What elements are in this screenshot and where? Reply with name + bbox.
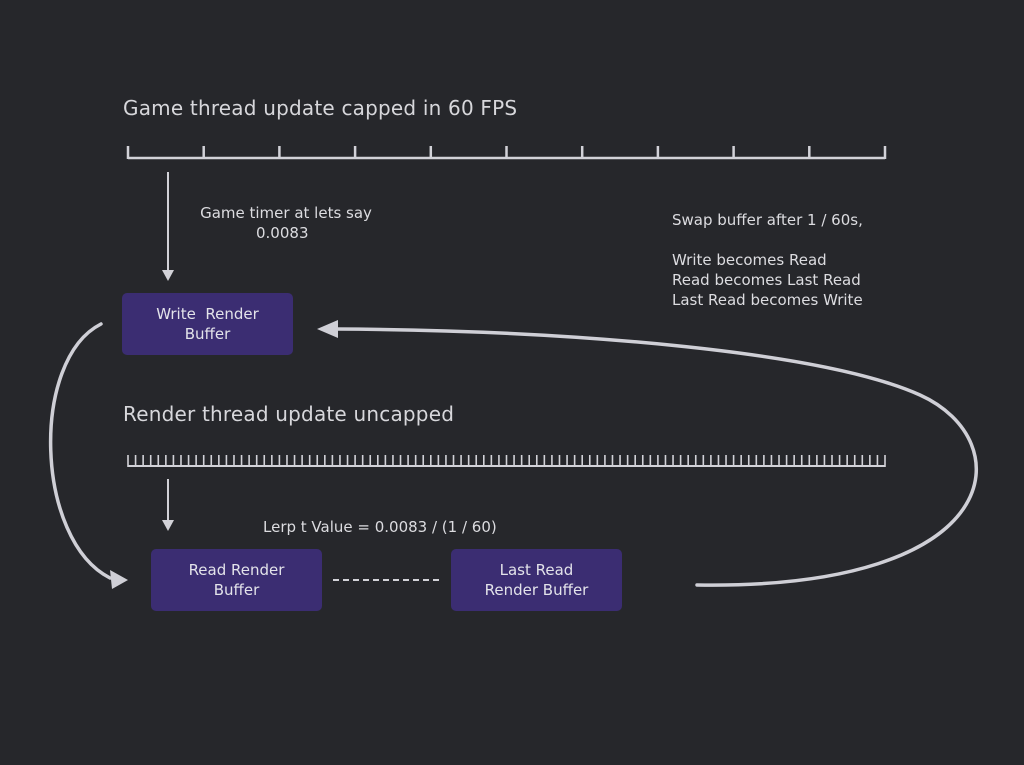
render-down-arrow [162, 479, 174, 531]
read-buffer-line-1: Read Render [188, 561, 285, 579]
swap-note-spacer [672, 230, 863, 250]
last-read-buffer-line-1: Last Read [499, 561, 574, 579]
render-thread-heading: Render thread update uncapped [123, 402, 455, 426]
render-timeline [127, 455, 886, 467]
swap-note-line-3: Read becomes Last Read [672, 271, 861, 289]
game-timer-note-line-1: Game timer at lets say [200, 204, 372, 222]
swap-note-line-1: Swap buffer after 1 / 60s, [672, 211, 863, 229]
last-read-render-buffer-box: Last Read Render Buffer [451, 549, 622, 611]
game-thread-heading: Game thread update capped in 60 FPS [123, 96, 518, 120]
write-buffer-line-1: Write Render [156, 305, 259, 323]
read-render-buffer-box: Read Render Buffer [151, 549, 322, 611]
lerp-note: Lerp t Value = 0.0083 / (1 / 60) [263, 518, 497, 536]
write-render-buffer-box: Write Render Buffer [122, 293, 293, 355]
render-timeline-ticks [127, 455, 886, 467]
write-buffer-line-2: Buffer [184, 325, 231, 343]
game-timer-note-line-2: 0.0083 [256, 224, 309, 242]
swap-note-line-4: Last Read becomes Write [672, 291, 863, 309]
read-buffer-line-2: Buffer [213, 581, 260, 599]
swap-note-line-2: Write becomes Read [672, 251, 827, 269]
game-timeline-ticks [126, 146, 887, 159]
game-down-arrow [162, 172, 174, 281]
swap-buffer-note: Swap buffer after 1 / 60s, Write becomes… [672, 210, 863, 310]
game-timeline [126, 146, 887, 160]
game-timer-note: Game timer at lets say 0.0083 [188, 203, 384, 243]
last-read-buffer-line-2: Render Buffer [484, 581, 589, 599]
write-to-read-arrow [48, 322, 128, 589]
last-read-to-write-arrow [317, 320, 978, 587]
